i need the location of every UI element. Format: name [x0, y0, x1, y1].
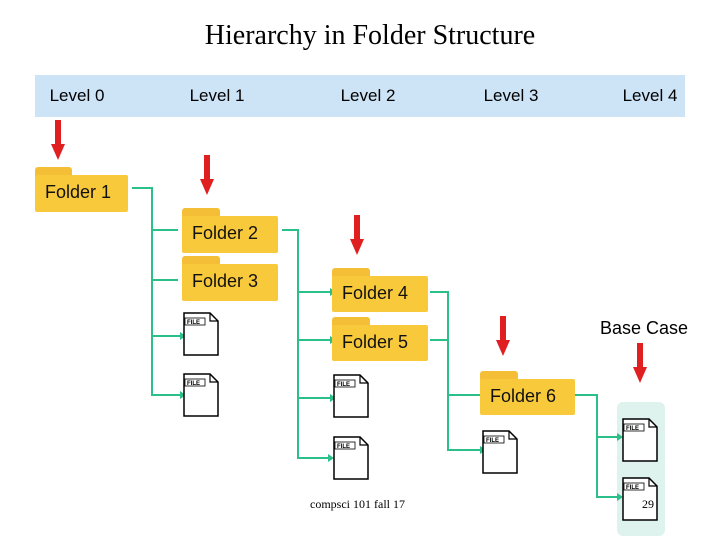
- level-2-label: Level 2: [340, 86, 396, 105]
- level-1-label: Level 1: [189, 86, 245, 105]
- file-icon[interactable]: FILE: [482, 430, 518, 474]
- file-tag: FILE: [337, 382, 350, 388]
- folder-4-label: Folder 4: [342, 283, 409, 303]
- page-title: Hierarchy in Folder Structure: [204, 20, 536, 51]
- file-icon[interactable]: FILE: [622, 477, 658, 521]
- file-icon[interactable]: FILE: [333, 436, 369, 480]
- level-band: [35, 75, 685, 117]
- level-3-label: Level 3: [483, 86, 539, 105]
- folder-3-label: Folder 3: [192, 271, 259, 291]
- file-tag: FILE: [626, 485, 639, 491]
- file-icon[interactable]: FILE: [183, 312, 219, 356]
- folder-4[interactable]: Folder 4: [332, 268, 428, 312]
- folder-6-label: Folder 6: [490, 386, 557, 406]
- folder-6[interactable]: Folder 6: [480, 371, 575, 415]
- folder-3[interactable]: Folder 3: [182, 256, 278, 301]
- red-down-arrow-icon: [633, 343, 647, 383]
- file-tag: FILE: [626, 426, 639, 432]
- red-down-arrow-icon: [350, 215, 364, 255]
- file-tag: FILE: [337, 444, 350, 450]
- folder-1-label: Folder 1: [45, 182, 112, 202]
- level-0-label: Level 0: [49, 86, 105, 105]
- folder-5-label: Folder 5: [342, 332, 409, 352]
- folder-1[interactable]: Folder 1: [35, 167, 128, 212]
- red-down-arrow-icon: [496, 316, 510, 356]
- folder-2[interactable]: Folder 2: [182, 208, 278, 253]
- file-icon[interactable]: FILE: [333, 374, 369, 418]
- page-number: 29: [642, 497, 654, 511]
- level-4-label: Level 4: [622, 86, 678, 105]
- file-icon[interactable]: FILE: [622, 418, 658, 462]
- folder-5[interactable]: Folder 5: [332, 317, 428, 361]
- file-icon[interactable]: FILE: [183, 373, 219, 417]
- file-tag: FILE: [187, 381, 200, 387]
- file-tag: FILE: [486, 438, 499, 444]
- file-tag: FILE: [187, 320, 200, 326]
- footer-text: compsci 101 fall 17: [310, 497, 405, 511]
- red-down-arrow-icon: [200, 155, 214, 195]
- base-case-label: Base Case: [600, 318, 689, 338]
- red-down-arrow-icon: [51, 120, 65, 160]
- folder-2-label: Folder 2: [192, 223, 259, 243]
